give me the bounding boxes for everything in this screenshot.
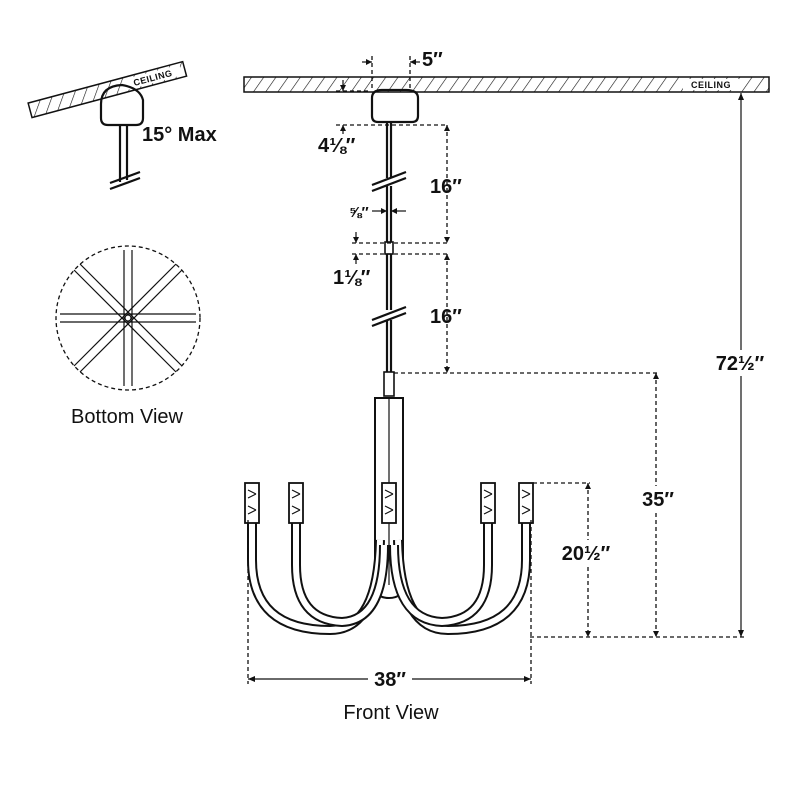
light-cup-2 (288, 482, 304, 524)
dim-canopy-height: 4⅛″ (318, 80, 448, 157)
dim-stem-diameter: ⅝″ (349, 204, 406, 221)
bottom-view-hub (124, 314, 132, 322)
front-view-label: Front View (343, 702, 439, 724)
sloped-canopy (99, 83, 145, 127)
dim-fixture-height: 35″ (394, 372, 745, 638)
dim-canopy-width-label: 5″ (422, 49, 443, 71)
bottom-view-label: Bottom View (71, 406, 183, 428)
dim-stem-upper: 16″ (352, 125, 462, 244)
dim-arm-height: 20½″ (533, 482, 614, 637)
stem-break-upper-2 (371, 176, 407, 193)
dim-canopy-width: 5″ (362, 49, 443, 88)
dim-stem-lower-label: 16″ (430, 306, 462, 328)
ceiling-label-bg (683, 79, 739, 90)
light-cup-4 (480, 482, 496, 524)
dim-canopy-height-label: 4⅛″ (318, 135, 356, 157)
dim-coupling-label: 1⅛″ (333, 267, 371, 289)
sloped-ceiling-detail: CEILING 15° Max (27, 60, 217, 191)
dim-overall-height: 72½″ (710, 93, 770, 637)
dim-arm-height-label: 20½″ (562, 543, 611, 565)
dim-fixture-height-label: 35″ (642, 489, 674, 511)
light-cup-1 (244, 482, 260, 524)
dim-overall-height-label: 72½″ (716, 353, 765, 375)
sloped-ceiling-label-bg (123, 64, 183, 91)
ceiling-label: CEILING (691, 80, 731, 90)
canopy (370, 88, 420, 124)
slope-label: 15° Max (142, 124, 217, 146)
ceiling: CEILING (243, 76, 770, 93)
dim-stem-diameter-label: ⅝″ (349, 204, 369, 221)
stem-break-lower-2 (371, 311, 407, 328)
sloped-stem-break-2 (109, 176, 141, 191)
stem-break-lower-1 (371, 305, 407, 322)
arm-inner-left (291, 520, 389, 628)
dim-overall-width-label: 38″ (374, 669, 406, 691)
bottom-view: Bottom View (55, 245, 201, 428)
ceiling-plate (243, 76, 770, 93)
light-cup-5 (518, 482, 534, 524)
dim-coupling: 1⅛″ (333, 232, 449, 289)
stem-break-upper-1 (371, 170, 407, 187)
light-cup-3 (381, 482, 397, 524)
dim-stem-upper-label: 16″ (430, 176, 462, 198)
dim-stem-lower: 16″ (430, 254, 462, 373)
arm-inner-right (389, 520, 493, 628)
chandelier-front-view (244, 397, 534, 636)
stem (371, 122, 407, 397)
sloped-stem-break-1 (109, 170, 141, 185)
stem-collar (383, 371, 395, 397)
dim-overall-width: 38″ (247, 520, 532, 691)
bottom-view-outline (55, 245, 201, 391)
stem-coupling (384, 241, 394, 255)
bottom-view-arms (60, 250, 196, 386)
